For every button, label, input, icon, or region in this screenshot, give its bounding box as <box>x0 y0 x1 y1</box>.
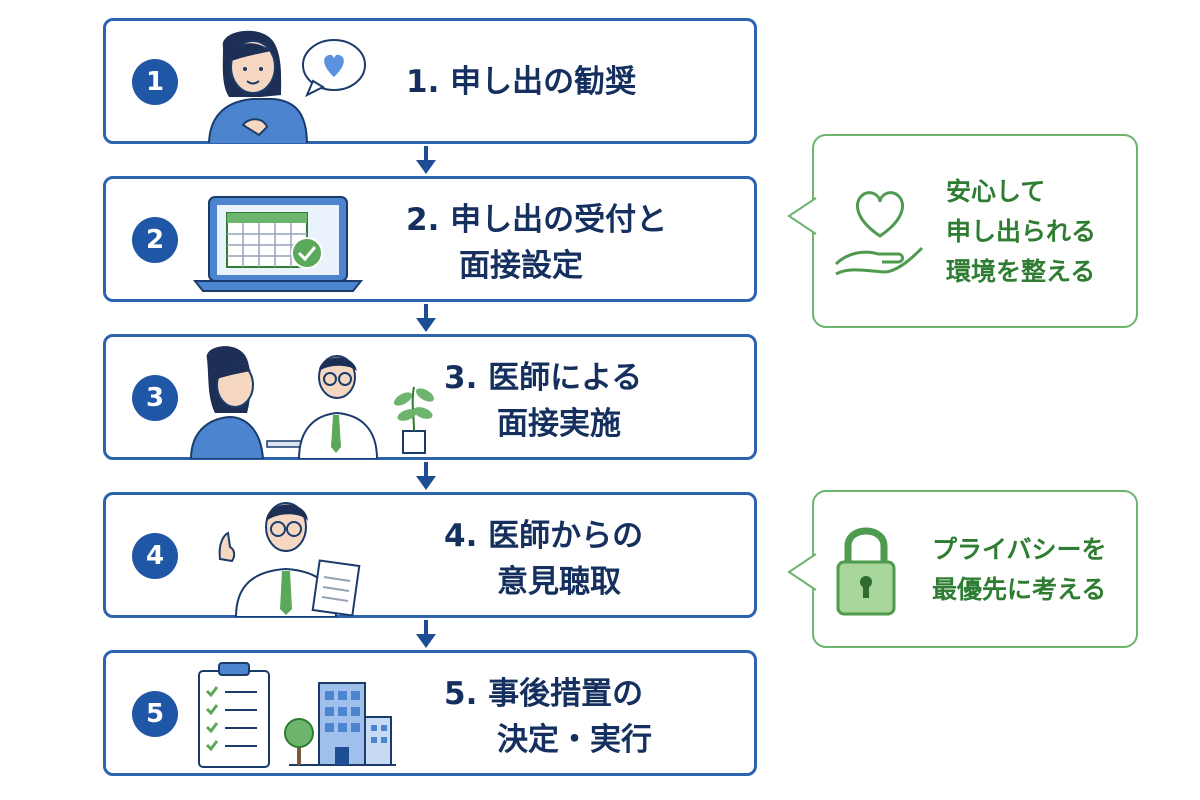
arrow-down-icon <box>416 462 436 490</box>
step-5-box: 5 5. 事後措置の 決定・実行 <box>103 650 757 776</box>
step-4-box: 4 4. 医師からの 意見聴取 <box>103 492 757 618</box>
step-2-box: 2 2. 申し出の受付と 面接設定 <box>103 176 757 302</box>
callout-tail <box>787 197 817 235</box>
note-privacy-first: プライバシーを 最優先に考える <box>787 490 1138 648</box>
step-1-badge: 1 <box>132 59 178 105</box>
arrow-down-icon <box>416 304 436 332</box>
arrow-down-icon <box>416 146 436 174</box>
step-3-title: 3. 医師による 面接実施 <box>444 360 643 442</box>
note-safe-environment: 安心して 申し出られる 環境を整える <box>787 134 1138 328</box>
woman-heart-illustration <box>208 30 366 143</box>
step-5-title: 5. 事後措置の 決定・実行 <box>444 676 652 758</box>
checklist-building-illustration <box>198 662 396 768</box>
laptop-calendar-illustration <box>192 196 364 292</box>
step-5-badge: 5 <box>132 691 178 737</box>
note-privacy-first-text: プライバシーを 最優先に考える <box>932 535 1107 604</box>
note-safe-environment-text: 安心して 申し出られる 環境を整える <box>946 177 1097 286</box>
step-4-title: 4. 医師からの 意見聴取 <box>444 518 644 600</box>
doctor-document-illustration <box>218 502 361 617</box>
step-1-box: 1 1. 申し出の勧奨 <box>103 18 757 144</box>
padlock-icon <box>836 527 896 616</box>
step-3-box: 3 3. 医師による 面接実施 <box>103 334 757 460</box>
step-1-title: 1. 申し出の勧奨 <box>406 64 637 100</box>
step-2-badge: 2 <box>132 217 178 263</box>
arrow-down-icon <box>416 620 436 648</box>
doctor-patient-illustration <box>189 346 435 459</box>
callout-tail <box>787 553 817 591</box>
step-4-badge: 4 <box>132 533 178 579</box>
heart-in-hand-icon <box>834 191 924 276</box>
step-3-badge: 3 <box>132 375 178 421</box>
step-2-title: 2. 申し出の受付と 面接設定 <box>406 202 668 284</box>
